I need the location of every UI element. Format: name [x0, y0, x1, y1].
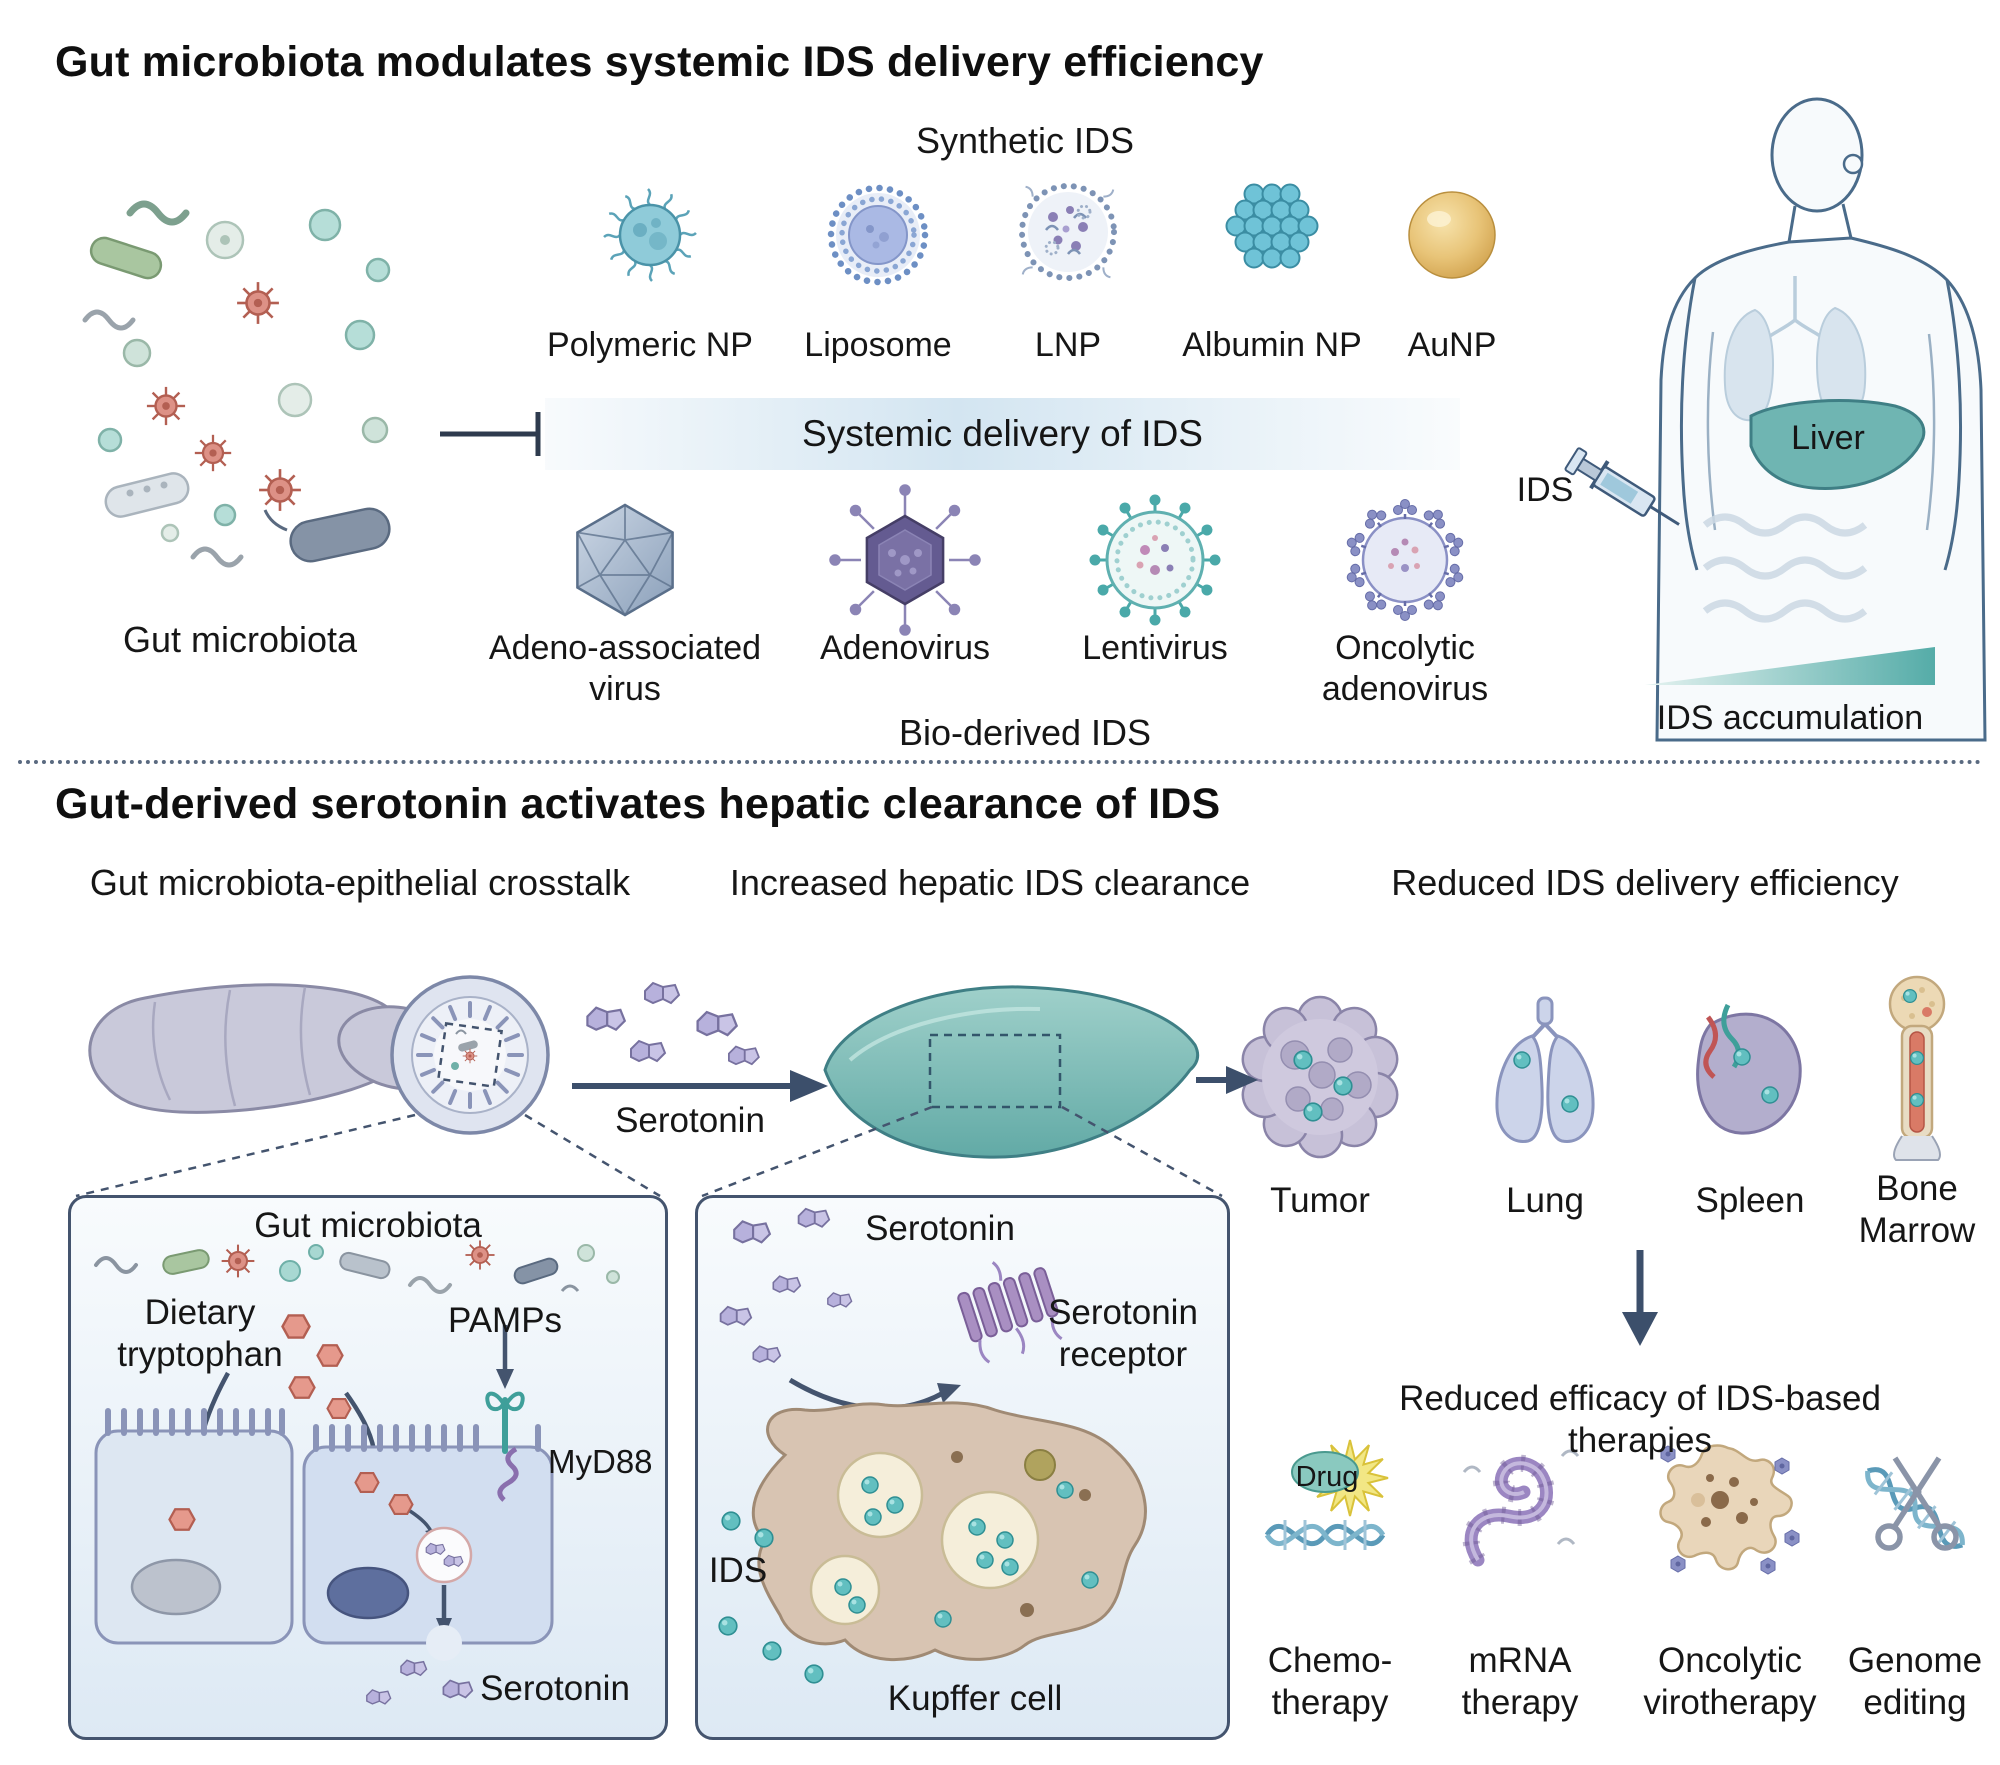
- label-lentivirus: Lentivirus: [1082, 629, 1228, 667]
- liver-illustration: [823, 985, 1200, 1159]
- label-oncolytic-adenovirus: Oncolytic adenovirus: [1321, 629, 1489, 708]
- label-albumin-np: Albumin NP: [1182, 326, 1362, 364]
- gut-microbiota-illustration: [82, 200, 391, 568]
- gut-box-title: Gut microbiota: [254, 1206, 482, 1245]
- section-divider: [18, 760, 1982, 764]
- synthetic-ids-label: Synthetic IDS: [915, 120, 1135, 161]
- bottom-title: Gut-derived serotonin activates hepatic …: [55, 780, 1221, 828]
- bone-marrow-illustration: [1888, 975, 1946, 1161]
- genome-editing-icon: [1865, 1456, 1965, 1551]
- intestine-illustration: [88, 975, 550, 1135]
- drug-label: Drug: [1295, 1461, 1359, 1493]
- oncolytic-virotherapy-icon: [1659, 1444, 1800, 1575]
- ids-accumulation-gradient: [1645, 647, 1935, 685]
- liver-label-top: Liver: [1791, 419, 1865, 457]
- aunp-icon: [1408, 191, 1496, 279]
- label-mrna-therapy: mRNA therapy: [1461, 1641, 1579, 1722]
- bio-derived-ids-label: Bio-derived IDS: [898, 712, 1152, 753]
- gut-zoom-art: [94, 1239, 620, 1705]
- label-oncolytic-virotherapy: Oncolytic virotherapy: [1643, 1641, 1817, 1722]
- serotonin-molecules: [586, 982, 760, 1066]
- mrna-therapy-icon: [1462, 1449, 1580, 1567]
- aav-icon: [576, 503, 674, 617]
- label-adenovirus: Adenovirus: [819, 629, 991, 667]
- label-lung: Lung: [1506, 1181, 1584, 1220]
- polymeric-np-icon: [603, 188, 697, 282]
- liver-zoom-art: [718, 1207, 1147, 1684]
- ids-accumulation-label: IDS accumulation: [1656, 699, 1924, 737]
- reduced-efficacy-label: Reduced efficacy of IDS-based therapies: [1399, 1379, 1881, 1460]
- liposome-icon: [827, 184, 929, 286]
- liver-box-serotonin-label: Serotonin: [865, 1209, 1015, 1248]
- label-genome-editing: Genome editing: [1847, 1641, 1983, 1722]
- kupffer-cell-label: Kupffer cell: [887, 1679, 1063, 1718]
- lentivirus-icon: [1089, 494, 1221, 626]
- albumin-np-icon: [1225, 183, 1319, 269]
- serotonin-arrow-label: Serotonin: [615, 1101, 765, 1140]
- systemic-delivery-label: Systemic delivery of IDS: [802, 413, 1203, 454]
- oncolytic-adenovirus-icon: [1346, 499, 1464, 621]
- header-crosstalk: Gut microbiota-epithelial crosstalk: [89, 862, 631, 903]
- pamps-label: PAMPs: [447, 1301, 563, 1340]
- spleen-illustration: [1696, 1003, 1802, 1135]
- tumor-illustration: [1241, 995, 1399, 1159]
- label-aav: Adeno-associated virus: [488, 629, 762, 708]
- chemotherapy-icon: [1264, 1439, 1389, 1550]
- lnp-icon: [1019, 183, 1117, 281]
- ids-syringe-label: IDS: [1516, 471, 1574, 509]
- gut-microbiota-label: Gut microbiota: [122, 619, 358, 660]
- dietary-tryptophan-label: Dietary tryptophan: [117, 1293, 283, 1374]
- label-lnp: LNP: [1034, 326, 1102, 364]
- label-polymeric-np: Polymeric NP: [547, 326, 753, 364]
- top-title: Gut microbiota modulates systemic IDS de…: [55, 38, 1264, 86]
- human-body-illustration: [1564, 97, 1987, 742]
- header-hepatic-clearance: Increased hepatic IDS clearance: [729, 862, 1251, 903]
- liver-box-ids-label: IDS: [708, 1551, 768, 1590]
- systemic-delivery-band: Systemic delivery of IDS: [545, 398, 1460, 470]
- label-bone-marrow: Bone Marrow: [1858, 1169, 1976, 1250]
- lung-illustration: [1495, 996, 1595, 1143]
- myd88-label: MyD88: [548, 1443, 653, 1480]
- label-tumor: Tumor: [1270, 1181, 1370, 1220]
- gut-serotonin-label: Serotonin: [480, 1669, 630, 1708]
- serotonin-receptor-label: Serotonin receptor: [1048, 1293, 1198, 1374]
- syringe-icon: [1564, 447, 1680, 526]
- label-liposome: Liposome: [804, 326, 952, 364]
- adenovirus-icon: [829, 484, 981, 636]
- label-aunp: AuNP: [1407, 326, 1497, 364]
- label-chemotherapy: Chemo- therapy: [1267, 1641, 1393, 1722]
- header-reduced-delivery: Reduced IDS delivery efficiency: [1391, 862, 1899, 903]
- label-spleen: Spleen: [1695, 1181, 1805, 1220]
